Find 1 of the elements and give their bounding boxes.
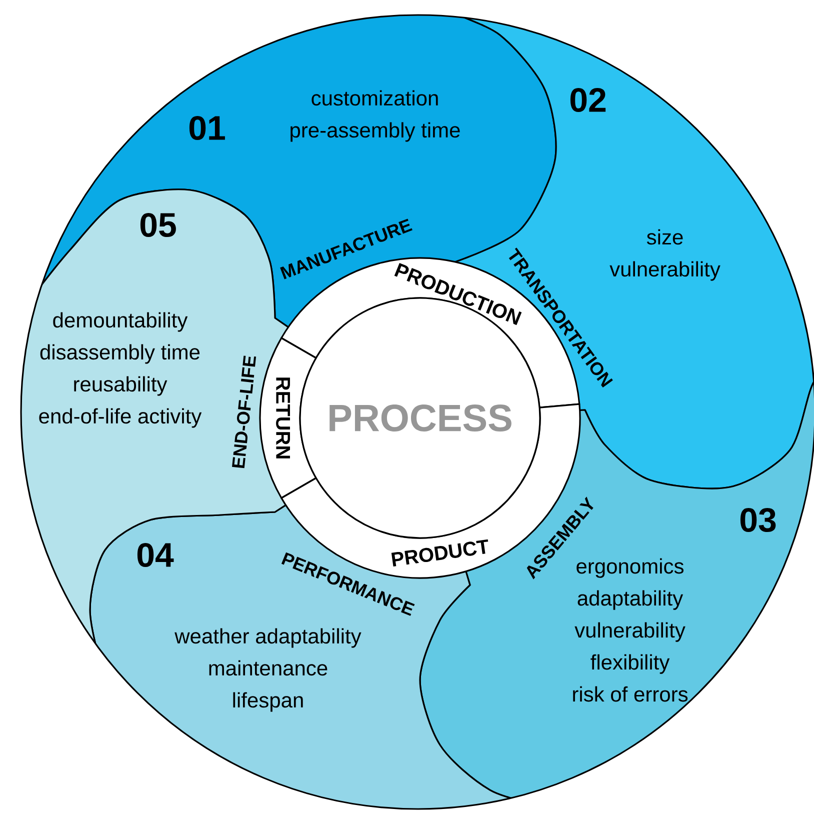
stage-label: END-OF-LIFE [232,356,256,468]
